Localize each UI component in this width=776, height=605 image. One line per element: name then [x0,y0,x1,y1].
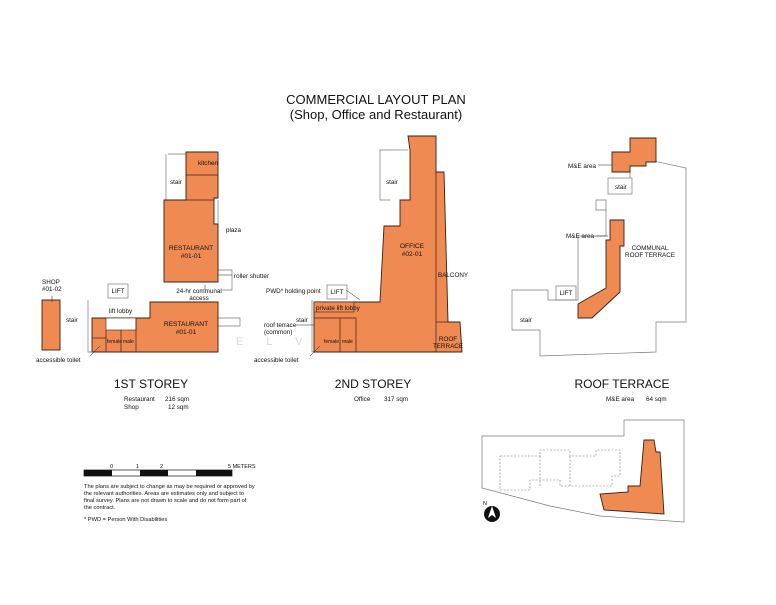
restaurant-01-01-upper-unit [163,151,219,283]
area-me-name: M&E area [606,396,634,403]
label-me-area-mid: M&E area [566,233,594,240]
first-storey-outline-right [218,317,241,327]
label-office-no: #02-01 [402,251,423,258]
area-shop-value: 12 sqm [168,404,189,411]
key-plan-building-outline [499,449,621,491]
second-storey-private-lift-lobby [313,301,355,313]
heading-2nd-storey: 2ND STOREY [335,377,411,391]
first-storey-lift-box [107,283,129,299]
label-office: OFFICE [400,243,425,250]
key-plan: N [481,419,685,523]
label-roof-terrace-2: TERRACE [433,343,463,350]
area-me-value: 64 sqm [646,396,667,403]
label-pwd-holding-point: PWD* holding point [266,288,321,295]
label-restaurant-upper-no: #01-01 [181,253,202,260]
label-accessible-toilet: accessible toilet [36,357,81,364]
disclaimer-line-1: The plans are subject to change as may b… [84,484,255,490]
label-stair-low: stair [66,317,78,324]
label-stair-roof-low: stair [520,317,532,324]
label-restaurant-lower-no: #01-01 [176,329,197,336]
label-lift-lobby: lift lobby [109,308,133,315]
scale-tick-0: 0 [110,464,113,470]
scale-tick-2: 2 [160,464,163,470]
first-storey-plan: kitchen stair RESTAURANT #01-01 plaza ro… [36,151,269,364]
shop-01-02-unit [41,299,61,351]
roof-terrace-plan: M&E area stair M&E area COMMUNAL ROOF TE… [511,137,687,357]
footnote-pwd: * PWD = Person With Disabilities [84,517,167,523]
second-storey-plan: stair OFFICE #02-01 BALCONY PWD* holding… [254,135,469,364]
label-communal-1: COMMUNAL [632,245,669,252]
restaurant-01-01-lower-unit [91,301,219,353]
area-office-value: 317 sqm [384,396,408,403]
roof-terrace-outline [511,155,687,357]
second-storey-outline [379,149,392,201]
label-restaurant-lower: RESTAURANT [164,321,208,328]
page-subtitle: (Shop, Office and Restaurant) [290,107,462,122]
office-02-01-unit [313,135,463,353]
area-office-name: Office [354,396,371,403]
first-storey-lift-lobby [105,317,137,331]
roof-terrace-lift-box [555,285,577,301]
disclaimer-line-3: final survey. Plans are not drawn to sca… [84,498,247,504]
disclaimer-line-2: the relevant authorities. Areas are esti… [84,491,244,497]
label-accessible-toilet-2: accessible toilet [254,357,299,364]
key-plan-site-boundary [481,419,685,523]
roof-terrace-stair-box [607,177,633,195]
label-restaurant-upper: RESTAURANT [169,245,213,252]
label-lift-2: LIFT [331,289,344,296]
label-shop: SHOP [42,279,60,286]
scale-tick-5: 5 METERS [228,464,256,470]
scale-bar: 0 1 2 5 METERS [83,464,256,477]
label-stair-roof: stair [615,184,627,191]
label-stair-low-2: stair [296,317,308,324]
label-roof-terrace-1: ROOF [439,336,457,343]
key-plan-commercial-highlight [599,439,665,515]
label-balcony: BALCONY [438,272,469,279]
label-shop-no: #01-02 [42,286,62,293]
label-communal-access-2: access [189,295,209,302]
label-lift-roof: LIFT [560,290,573,297]
scale-tick-1: 1 [136,464,139,470]
label-communal-2: ROOF TERRACE [625,252,675,259]
first-storey-outline [165,153,187,201]
me-area-mid [577,219,625,319]
label-roof-terrace-common-2: (common) [264,329,292,336]
first-storey-outline-plaza [217,200,233,291]
area-shop-name: Shop [124,404,139,411]
label-male-2: male [342,339,353,345]
label-roof-terrace-common-1: roof terrace [264,322,297,329]
label-female: female [107,339,122,345]
area-restaurant-name: Restaurant [124,396,155,403]
label-lift: LIFT [112,288,125,295]
label-stair-top: stair [170,179,182,186]
label-private-lift-lobby: private lift lobby [316,305,361,312]
label-communal-access-1: 24-hr communal [176,288,222,295]
label-me-area-top: M&E area [568,163,596,170]
page-title: COMMERCIAL LAYOUT PLAN [286,92,466,107]
label-female-2: female [324,339,339,345]
label-kitchen: kitchen [198,160,218,167]
disclaimer-line-4: the contract. [84,505,116,511]
area-restaurant-value: 216 sqm [165,396,189,403]
heading-roof-terrace: ROOF TERRACE [574,377,669,391]
label-plaza: plaza [226,227,242,234]
label-stair-top-2: stair [386,179,398,186]
label-male: male [123,339,134,345]
heading-1st-storey: 1ST STOREY [114,377,188,391]
north-label: N [483,501,487,507]
me-area-top [611,137,657,173]
label-roller-shutter: roller shutter [234,273,269,280]
second-storey-lift-box [326,284,348,300]
